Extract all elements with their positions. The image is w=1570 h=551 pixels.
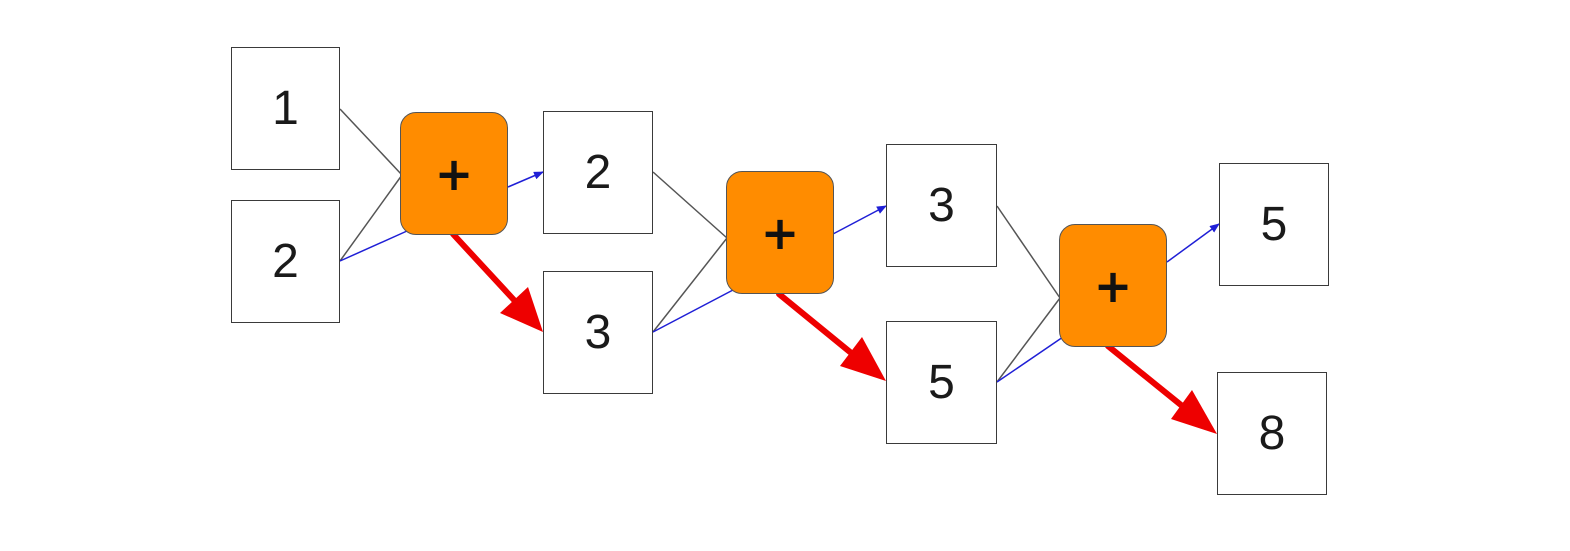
plus-operator-3: +: [1059, 224, 1167, 347]
plus-operator-2: +: [726, 171, 834, 294]
input-box-top: 1: [231, 47, 340, 170]
wire-blue-bypass-1: [339, 230, 408, 262]
arrow-carry-3: [1105, 343, 1217, 434]
wire-bottom-to-op-3: [996, 297, 1061, 383]
arrow-sum-1: [507, 171, 544, 188]
arrow-carry-2: [776, 291, 886, 381]
wire-bottom-to-op-2: [652, 237, 728, 333]
wire-top-to-op-2: [652, 171, 728, 239]
sum-box-1: 2: [543, 111, 653, 234]
arrow-sum-3: [1166, 223, 1220, 263]
sum-box-3: 5: [1219, 163, 1329, 286]
plus-operator-1: +: [400, 112, 508, 235]
carry-box-2: 5: [886, 321, 997, 444]
carry-box-1: 3: [543, 271, 653, 394]
input-box-bottom: 2: [231, 200, 340, 323]
arrow-carry-1: [450, 231, 543, 332]
arrow-sum-2: [832, 205, 887, 235]
wire-top-to-op-3: [996, 205, 1061, 299]
sum-box-2: 3: [886, 144, 997, 267]
wire-blue-bypass-3: [996, 336, 1064, 383]
wire-blue-bypass-2: [652, 289, 734, 333]
carry-box-3: 8: [1217, 372, 1327, 495]
wire-top-to-op-1: [339, 108, 403, 176]
wire-bottom-to-op-1: [339, 174, 403, 262]
